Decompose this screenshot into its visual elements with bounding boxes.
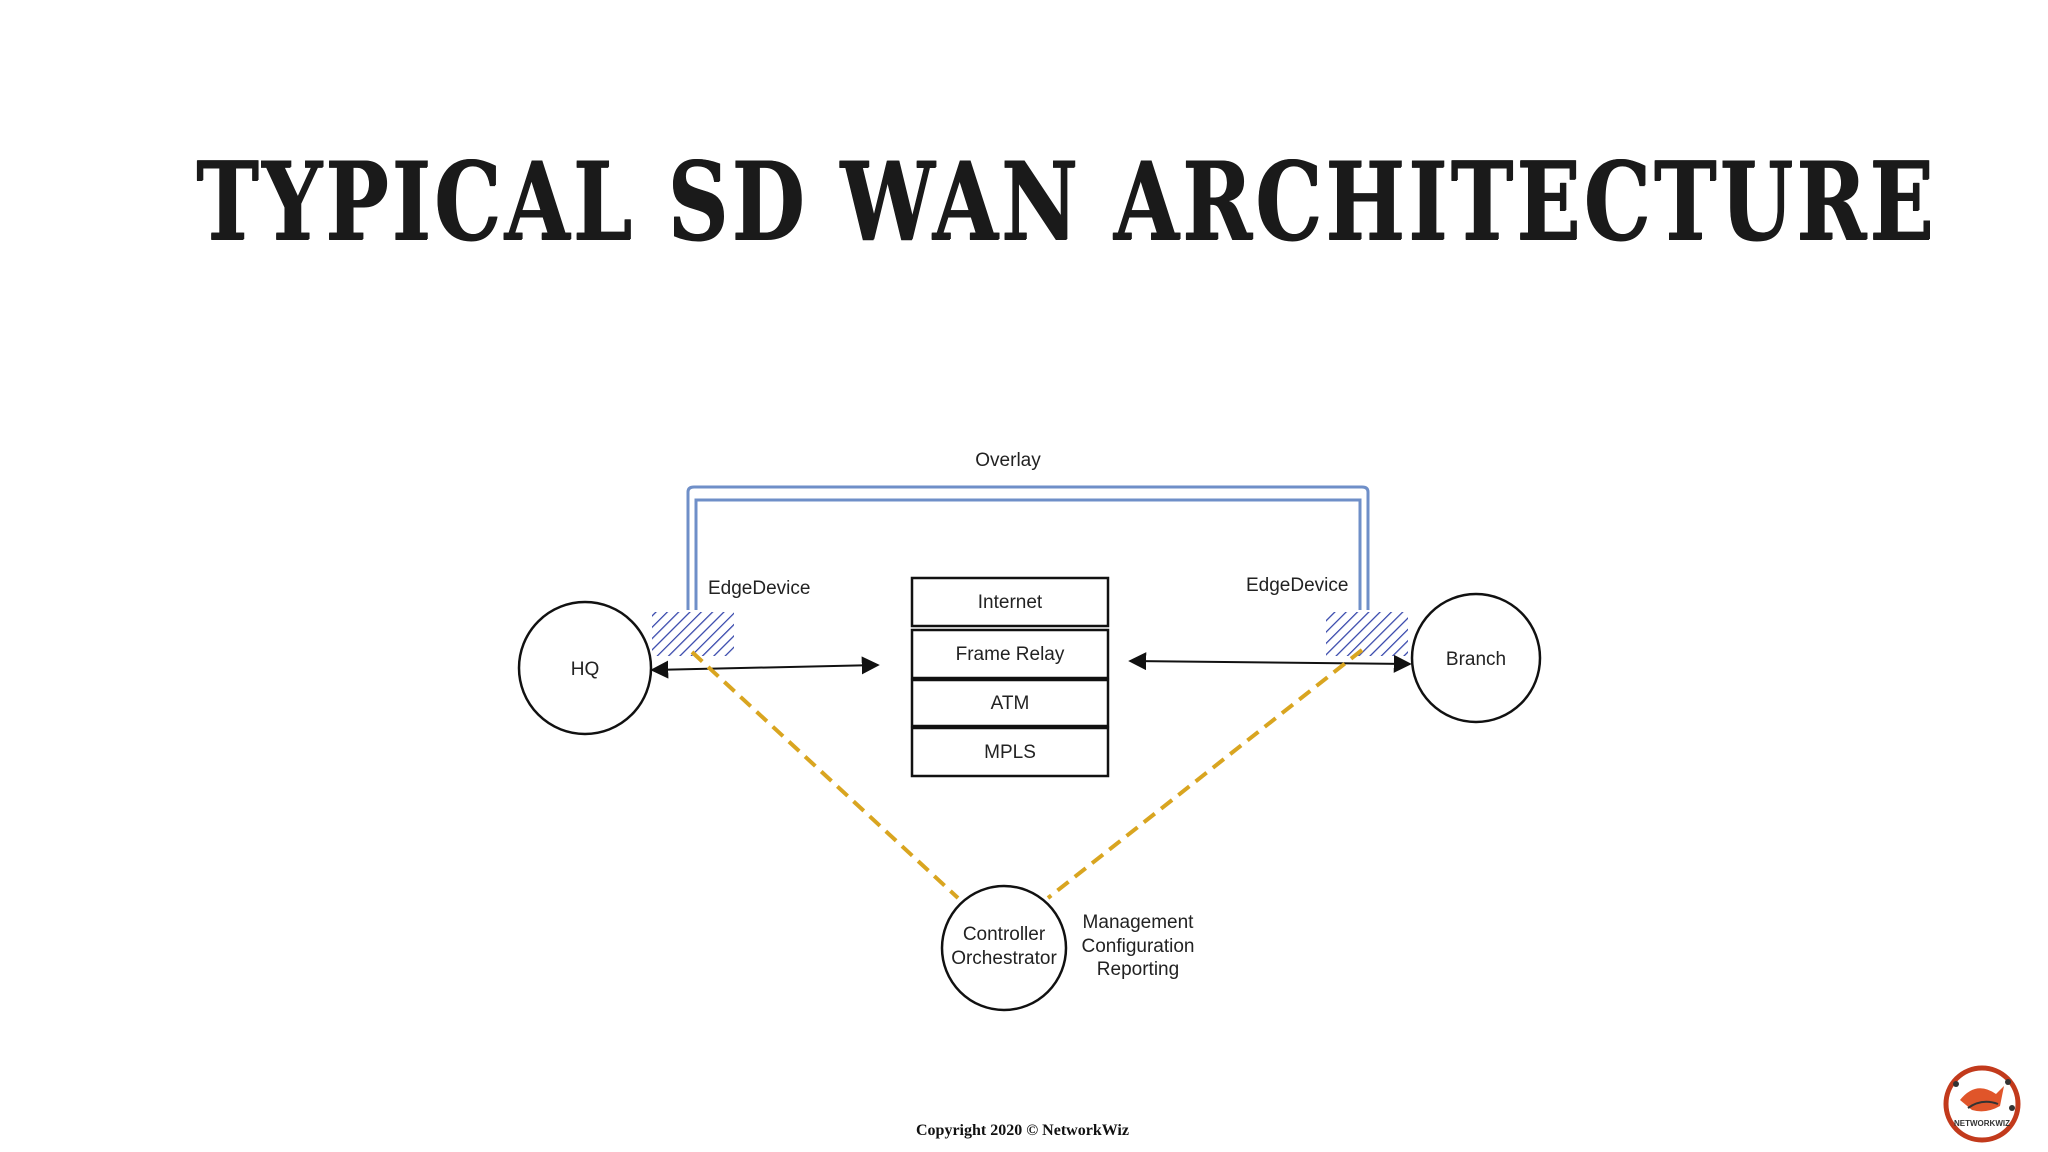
transport-internet-label: Internet: [978, 592, 1043, 613]
networkwiz-logo-icon: NETWORKWIZ: [1943, 1065, 2021, 1143]
edge-device-hq-label: EdgeDevice: [708, 578, 810, 599]
transport-mpls-label: MPLS: [984, 742, 1036, 763]
overlay-label: Overlay: [975, 450, 1041, 471]
function-management: Management: [1083, 912, 1195, 933]
transport-to-branch-arrow: [1128, 652, 1412, 673]
transport-box-mpls: [910, 726, 1110, 778]
slide-title: TYPICAL SD WAN ARCHITECTURE: [196, 139, 1937, 265]
hq-to-transport-arrow: [650, 656, 880, 679]
copyright-footer: Copyright 2020 © NetworkWiz: [916, 1122, 1129, 1139]
management-link-branch: [1046, 648, 1364, 900]
branch-label: Branch: [1446, 649, 1506, 670]
function-reporting: Reporting: [1097, 959, 1179, 980]
transport-box-internet: [910, 576, 1110, 628]
edge-device-branch-label: EdgeDevice: [1246, 575, 1348, 596]
controller-node: [940, 884, 1068, 1012]
controller-label: Controller: [963, 924, 1046, 945]
transport-stack: [910, 576, 1110, 778]
edge-device-branch: [1326, 612, 1408, 656]
hq-label: HQ: [571, 659, 600, 680]
overlay-tunnel: [686, 485, 1370, 610]
orchestrator-label: Orchestrator: [951, 948, 1057, 969]
transport-frame-relay-label: Frame Relay: [956, 644, 1065, 665]
logo-text: NETWORKWIZ: [1954, 1119, 2010, 1128]
transport-atm-label: ATM: [991, 693, 1030, 714]
transport-box-frame-relay: [910, 628, 1110, 680]
management-link-hq: [690, 650, 960, 900]
edge-device-hq: [652, 612, 734, 656]
function-configuration: Configuration: [1081, 936, 1194, 957]
transport-box-atm: [910, 678, 1110, 728]
branch-node: [1410, 592, 1542, 724]
